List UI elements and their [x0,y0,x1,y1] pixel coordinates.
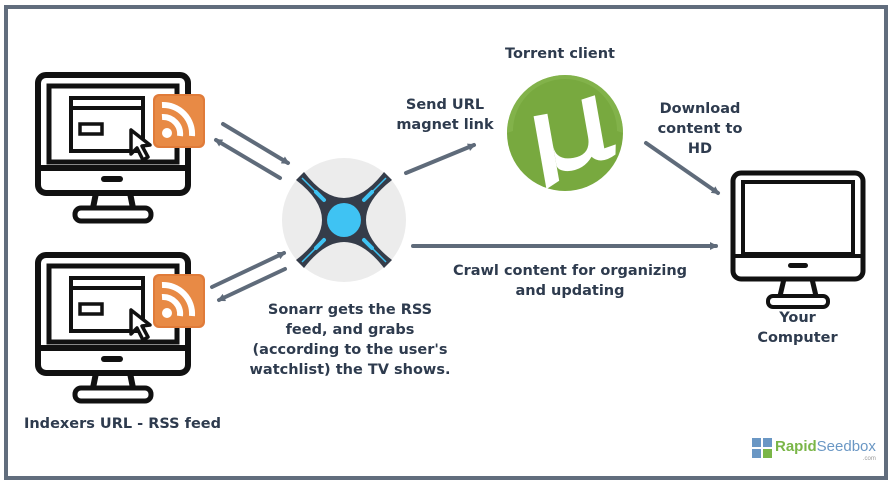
logo-suffix: .com [862,456,876,462]
indexer-monitor-2 [38,255,205,401]
monitor-rss-icon [38,255,205,401]
arrow-sonarr-to-torrent [404,143,476,175]
download-label: Download content to HD [657,101,743,157]
arrow-indexer2-to-sonarr [210,251,286,289]
your-computer-monitor [730,170,866,309]
crawl-label: Crawl content for organizing and updatin… [452,263,688,299]
send-url-label: Send URL magnet link [396,97,494,133]
your-computer-label: Your Computer [757,310,838,346]
rapidseedbox-logo: RapidSeedbox .com [775,438,876,462]
arrow-sonarr-to-indexer2 [217,267,287,302]
logo-seedbox: Seedbox [816,438,876,455]
logo-rapid: Rapid [775,438,817,455]
arrow-indexer1-to-sonarr [221,122,290,165]
indexer-monitor-1 [38,75,205,221]
monitor-rss-icon [38,75,205,221]
torrent-client-label: Torrent client [505,46,615,62]
arrow-torrent-to-computer [644,141,720,195]
rapidseedbox-logo-icon [752,438,772,458]
sonarr-logo-icon [282,158,406,282]
utorrent-logo-icon [507,75,623,191]
arrow-sonarr-to-indexer1 [214,138,282,180]
indexers-label: Indexers URL - RSS feed [23,416,222,432]
sonarr-caption: Sonarr gets the RSS feed, and grabs (acc… [249,302,451,378]
